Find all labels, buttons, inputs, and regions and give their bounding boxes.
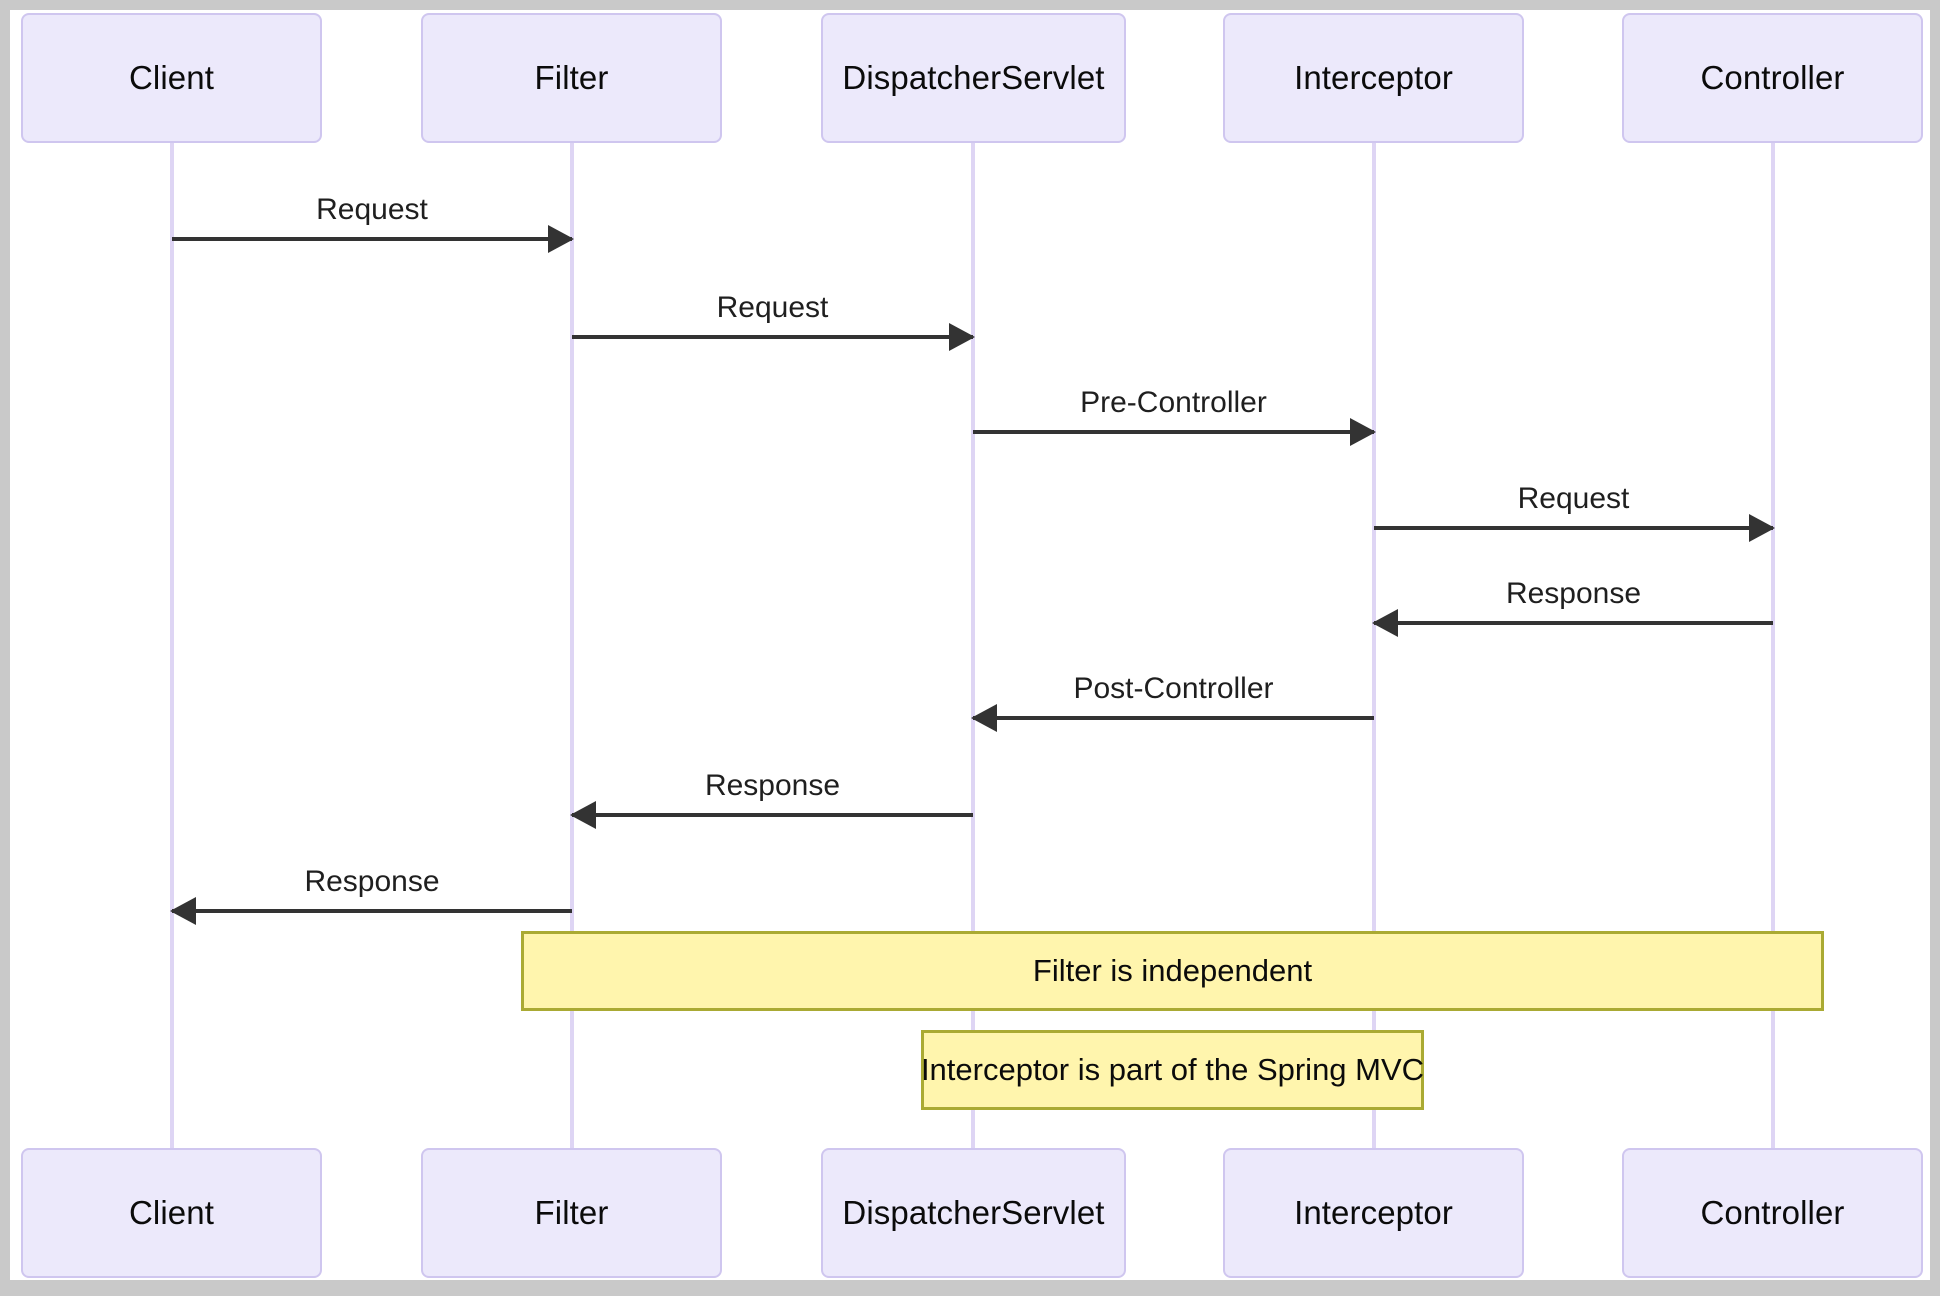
note-interceptor-spring[interactable]: Interceptor is part of the Spring MVC [921, 1030, 1424, 1110]
participant-bottom-interceptor[interactable]: Interceptor [1223, 1148, 1524, 1278]
arrowhead-left-icon [1372, 609, 1398, 637]
note-label-note-filter-independent: Filter is independent [1032, 953, 1313, 988]
message-label-m2: Request [716, 291, 829, 324]
lifeline-filter [570, 143, 574, 1148]
message-line [572, 335, 973, 339]
arrowhead-left-icon [170, 897, 196, 925]
message-line [172, 909, 572, 913]
participant-label-dispatcher-servlet: DispatcherServlet [842, 59, 1105, 96]
participant-label-dispatcher-servlet: DispatcherServlet [842, 1194, 1105, 1231]
message-label-m5: Response [1505, 577, 1642, 610]
message-label-m6: Post-Controller [1073, 672, 1274, 705]
participant-label-filter: Filter [534, 1194, 609, 1231]
arrowhead-left-icon [971, 704, 997, 732]
participant-label-interceptor: Interceptor [1294, 1194, 1453, 1231]
participant-bottom-client[interactable]: Client [21, 1148, 322, 1278]
participant-top-dispatcher-servlet[interactable]: DispatcherServlet [821, 13, 1126, 143]
message-line [172, 237, 572, 241]
message-label-m1: Request [316, 193, 428, 226]
lifeline-controller [1771, 143, 1775, 1148]
participant-top-filter[interactable]: Filter [421, 13, 722, 143]
message-line [973, 716, 1374, 720]
participant-label-controller: Controller [1700, 1194, 1845, 1231]
participant-label-filter: Filter [534, 59, 609, 96]
arrowhead-right-icon [548, 225, 574, 253]
message-label-m4: Request [1517, 482, 1630, 515]
message-label-m3: Pre-Controller [1080, 386, 1267, 419]
participant-bottom-controller[interactable]: Controller [1622, 1148, 1923, 1278]
note-label-note-interceptor-spring: Interceptor is part of the Spring MVC [920, 1052, 1425, 1087]
lifeline-dispatcher-servlet [971, 143, 975, 1148]
message-line [572, 813, 973, 817]
participant-top-controller[interactable]: Controller [1622, 13, 1923, 143]
message-line [973, 430, 1374, 434]
participant-top-interceptor[interactable]: Interceptor [1223, 13, 1524, 143]
participant-label-controller: Controller [1700, 59, 1845, 96]
message-line [1374, 526, 1773, 530]
message-label-m8: Response [304, 865, 440, 898]
note-filter-independent[interactable]: Filter is independent [521, 931, 1824, 1011]
arrowhead-left-icon [570, 801, 596, 829]
arrowhead-right-icon [949, 323, 975, 351]
arrowhead-right-icon [1749, 514, 1775, 542]
participant-top-client[interactable]: Client [21, 13, 322, 143]
message-label-m7: Response [704, 769, 841, 802]
lifeline-client [170, 143, 174, 1148]
participant-label-client: Client [129, 1194, 214, 1231]
message-line [1374, 621, 1773, 625]
participant-label-interceptor: Interceptor [1294, 59, 1453, 96]
participant-bottom-dispatcher-servlet[interactable]: DispatcherServlet [821, 1148, 1126, 1278]
arrowhead-right-icon [1350, 418, 1376, 446]
participant-bottom-filter[interactable]: Filter [421, 1148, 722, 1278]
lifeline-interceptor [1372, 143, 1376, 1148]
participant-label-client: Client [129, 59, 214, 96]
